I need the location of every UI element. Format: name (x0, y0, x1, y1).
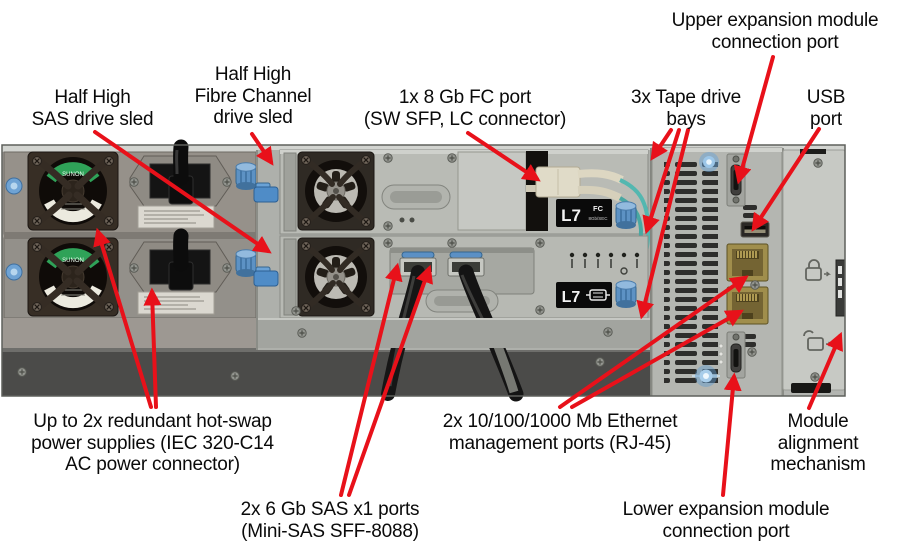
thumbscrew (235, 162, 257, 191)
arrow-module-alignment (807, 331, 843, 410)
bottom-blank-panel (2, 348, 652, 396)
callout-power-supplies: Up to 2x redundant hot-swap power suppli… (31, 411, 274, 475)
psu1-spec-label (137, 205, 215, 229)
fc-sled-fan (298, 152, 374, 230)
sas-drive-badge: L7 (556, 282, 612, 308)
psu1-fan-brand: SUNON (62, 172, 84, 178)
callout-lower-expansion: Lower expansion module connection port (622, 499, 830, 542)
callout-tape-drive-bays: 3x Tape drive bays (630, 87, 742, 130)
callout-ethernet-ports: 2x 10/100/1000 Mb Ethernet management po… (442, 411, 678, 454)
arrow-sas-port-1 (339, 262, 403, 497)
thumbscrew (615, 201, 637, 230)
module-alignment-rail (835, 259, 846, 317)
callout-module-alignment: Module alignment mechanism (770, 411, 866, 475)
callout-upper-expansion: Upper expansion module connection port (671, 10, 879, 53)
empty-drive-bay (258, 318, 652, 348)
psu1-power-inlet (129, 139, 232, 207)
sas-connector-icon (586, 289, 610, 301)
sled-handle (381, 184, 451, 223)
blue-flare-screw (699, 152, 719, 172)
svg-text:FC: FC (593, 204, 604, 213)
callout-usb-port: USB port (806, 87, 846, 130)
arrow-fc-port (466, 131, 541, 182)
svg-text:L7: L7 (561, 206, 581, 225)
arrow-sas-port-2 (347, 264, 433, 497)
blue-flare-screw (692, 365, 720, 387)
tape-drive-bays: L7 FC 8Gb/SEC (253, 150, 652, 402)
sas-sled-fan (298, 238, 374, 316)
power-supply-bay: SUNON SUNON (2, 139, 258, 348)
callout-fc-drive-sled: Half High Fibre Channel drive sled (194, 64, 312, 128)
right-blank-panel (782, 148, 846, 396)
psu2-fan-brand: SUNON (62, 258, 84, 264)
arrow-lower-expansion (721, 372, 742, 497)
arrow-ethernet-2 (570, 309, 744, 409)
fc-drive-sled: L7 FC 8Gb/SEC (253, 150, 651, 255)
lower-expansion-port (718, 331, 746, 379)
callout-fc-port: 1x 8 Gb FC port (SW SFP, LC connector) (363, 87, 567, 130)
controller-module (651, 147, 783, 397)
arrow-usb-port (751, 127, 821, 232)
arrow-upper-expansion (733, 55, 775, 185)
thumbscrew (615, 280, 637, 309)
psu1-fan (28, 152, 118, 230)
chassis: SUNON SUNON (1, 139, 846, 402)
fc-drive-badge: L7 FC 8Gb/SEC (556, 199, 612, 227)
callout-arrows (93, 55, 843, 497)
ethernet-port-1 (726, 243, 769, 282)
arrow-fc-drive-sled (250, 132, 274, 166)
svg-text:8Gb/SEC: 8Gb/SEC (588, 216, 608, 221)
psu2-power-inlet (129, 228, 232, 293)
thumbscrew (235, 249, 257, 278)
arrow-tape-bay-1 (650, 128, 673, 161)
arrow-psu-1 (93, 227, 153, 409)
callout-sas-ports: 2x 6 Gb SAS x1 ports (Mini-SAS SFF-8088) (240, 499, 420, 542)
drive-status-leds (569, 252, 640, 275)
lock-closed-icon (805, 259, 831, 281)
arrow-tape-bay-3 (636, 128, 690, 320)
arrow-psu-2 (143, 287, 162, 409)
arrow-ethernet-1 (558, 275, 749, 409)
psu2-spec-label (137, 291, 215, 315)
ethernet-port-2 (726, 286, 769, 325)
arrow-tape-bay-2 (642, 128, 681, 235)
arrow-sas-drive-sled (93, 130, 272, 254)
svg-text:L7: L7 (562, 289, 581, 306)
callout-sas-drive-sled: Half High SAS drive sled (31, 87, 154, 130)
